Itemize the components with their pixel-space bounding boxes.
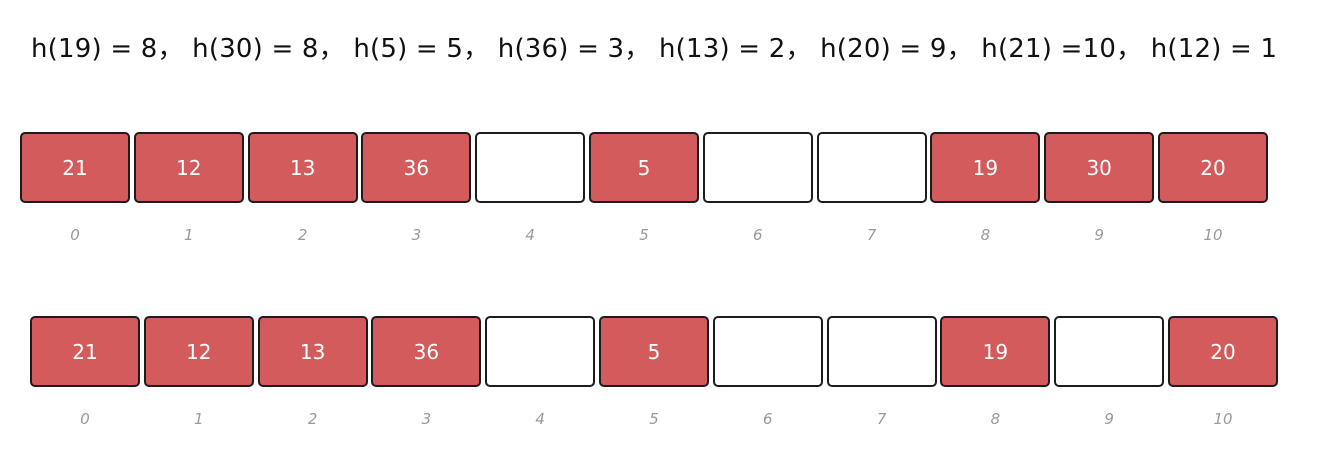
table-0-slot-4 [475, 132, 586, 203]
table-1-index-label-8: 8 [990, 410, 1001, 428]
table-0-index-label-1: 1 [184, 226, 194, 244]
table-0-index-label-10: 10 [1203, 226, 1223, 244]
table-1-index-label-9: 9 [1104, 410, 1114, 428]
table-1-index-label-7: 7 [876, 410, 887, 428]
table-1-index-label-4: 4 [535, 410, 545, 428]
table-1-slot-7 [826, 316, 937, 387]
table-1-slot-0: 21 [30, 316, 140, 387]
table-0-slot-2: 13 [247, 132, 358, 203]
table-0-index-label-8: 8 [980, 226, 991, 244]
table-1-slot-2: 13 [257, 316, 368, 387]
table-1-index-label-3: 3 [421, 410, 432, 428]
table-1-index-label-5: 5 [649, 410, 659, 428]
table-0-slot-3: 36 [361, 132, 472, 203]
table-0-index-label-4: 4 [525, 226, 535, 244]
table-0-slot-5: 5 [589, 132, 699, 203]
table-0-index-label-7: 7 [866, 226, 877, 244]
table-1-slot-8: 19 [940, 316, 1051, 387]
table-0-slot-1: 12 [133, 132, 244, 203]
table-1-index-label-6: 6 [763, 410, 773, 428]
table-1-index-label-2: 2 [307, 410, 318, 428]
table-0-slot-6 [702, 132, 813, 203]
table-0-index-label-0: 0 [70, 226, 80, 244]
table-0-slot-9: 30 [1044, 132, 1155, 203]
table-1-slot-10: 20 [1168, 316, 1278, 387]
table-0-index-label-2: 2 [297, 226, 308, 244]
table-0-index-label-6: 6 [753, 226, 763, 244]
hash-function-values: h(19) = 8， h(30) = 8， h(5) = 5， h(36) = … [31, 34, 1278, 64]
table-1-index-label-0: 0 [80, 410, 90, 428]
table-0-slot-0: 21 [20, 132, 130, 203]
table-0-index-label-3: 3 [411, 226, 422, 244]
table-0-slot-7 [816, 132, 927, 203]
table-0-slot-10: 20 [1158, 132, 1268, 203]
table-1-slot-5: 5 [599, 316, 709, 387]
table-0-index-label-9: 9 [1094, 226, 1104, 244]
table-0-slot-8: 19 [930, 132, 1041, 203]
table-1-slot-6 [712, 316, 823, 387]
table-1-index-label-1: 1 [194, 410, 204, 428]
table-1-slot-3: 36 [371, 316, 482, 387]
table-1-slot-9 [1054, 316, 1165, 387]
table-1-slot-4 [485, 316, 596, 387]
table-1-index-label-10: 10 [1213, 410, 1233, 428]
table-0-index-label-5: 5 [639, 226, 649, 244]
table-1-slot-1: 12 [143, 316, 254, 387]
